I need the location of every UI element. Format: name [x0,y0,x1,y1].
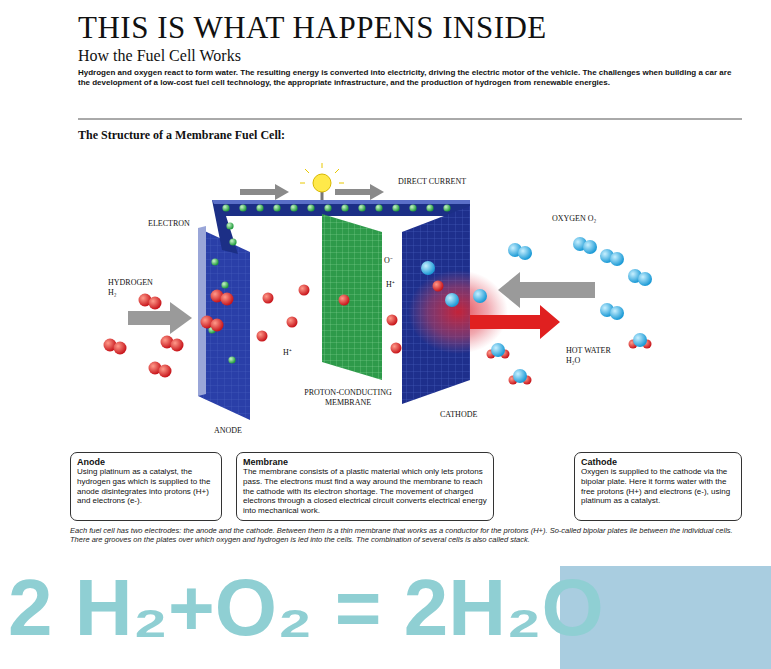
electron-dot [392,204,399,211]
ion-label: H⁺ [283,348,292,358]
electron-dot [256,204,263,211]
electron-dot [409,204,416,211]
oxygen-molecule [583,240,597,254]
intro-text: Hydrogen and oxygen react to form water.… [78,68,740,87]
equation-watermark: 2 H₂+O₂ = 2H₂O [8,568,604,648]
info-box: MembraneThe membrane consists of a plast… [236,452,494,521]
ion-label: O⁻ [384,256,393,266]
oxygen-arrow [498,272,595,308]
part-label: DIRECT CURRENT [398,177,466,187]
oxygen-molecule [638,272,652,286]
membrane [322,214,382,380]
electron-dot [443,204,450,211]
hydrogen-molecule [114,342,127,355]
heat-glow [408,270,508,354]
oxygen-molecule [610,252,624,266]
part-label: ELECTRON [148,219,190,229]
anode-edge [198,226,206,396]
proton [339,295,350,306]
electron-dot [341,204,348,211]
proton [433,281,444,292]
proton [387,315,398,326]
section-heading: The Structure of a Membrane Fuel Cell: [78,128,285,142]
electron-dot [229,238,236,245]
electron-dot [273,204,280,211]
electron-dot [226,222,233,229]
page-title: THIS IS WHAT HAPPENS INSIDE [78,10,547,46]
part-label: CATHODE [440,410,477,420]
oxygen-molecule [518,246,532,260]
box-body: Oxygen is supplied to the cathode via th… [581,467,735,505]
hydrogen-molecule [149,297,162,310]
info-box: CathodeOxygen is supplied to the cathode… [574,452,742,521]
box-heading: Cathode [581,457,735,467]
rule [78,119,742,120]
box-body: The membrane consists of a plastic mater… [243,467,487,515]
electron-dot [228,356,235,363]
water-molecule [513,369,527,383]
part-label: ANODE [214,426,242,436]
proton [391,343,402,354]
light-bulb [300,163,344,200]
electron-dot [222,204,229,211]
particles [104,204,653,384]
proton [257,331,268,342]
electron-dot [211,258,218,265]
part-label: HOT WATER H₂O [566,346,626,365]
ion-label: H⁺ [386,280,395,290]
proton [287,317,298,328]
oxygen-ion [445,293,459,307]
info-box: AnodeUsing platinum as a catalyst, the h… [70,452,222,521]
electron-dot [375,204,382,211]
hydrogen-molecule [221,293,234,306]
current-arrow [240,184,289,200]
circuit-bar-top [212,200,470,204]
water-molecule [633,333,647,347]
electron-dot [324,204,331,211]
proton [299,285,310,296]
caption: Each fuel cell has two electrodes: the a… [70,527,742,544]
electron-dot [239,204,246,211]
part-label: OXYGEN O₂ [552,214,598,224]
hydrogen-molecule [171,339,184,352]
membrane-grid [322,214,382,380]
electron-dot [426,204,433,211]
current-arrow [335,184,384,200]
oxygen-ion [421,261,435,275]
electron-dot [307,204,314,211]
box-body: Using platinum as a catalyst, the hydrog… [77,467,215,505]
electron-dot [221,281,228,288]
oxygen-molecule [610,306,624,320]
water-molecule [491,343,505,357]
hydrogen-molecule [211,319,224,332]
electron-dot [358,204,365,211]
hydrogen-molecule [159,365,172,378]
part-label: HYDROGEN H₂ [108,278,163,297]
proton [263,293,274,304]
subtitle: How the Fuel Cell Works [78,46,241,65]
part-label: PROTON-CONDUCTING MEMBRANE [298,388,398,407]
box-heading: Anode [77,457,215,467]
electron-dot [290,204,297,211]
box-heading: Membrane [243,457,487,467]
hot-water-arrow [470,305,560,339]
oxygen-ion [473,289,487,303]
